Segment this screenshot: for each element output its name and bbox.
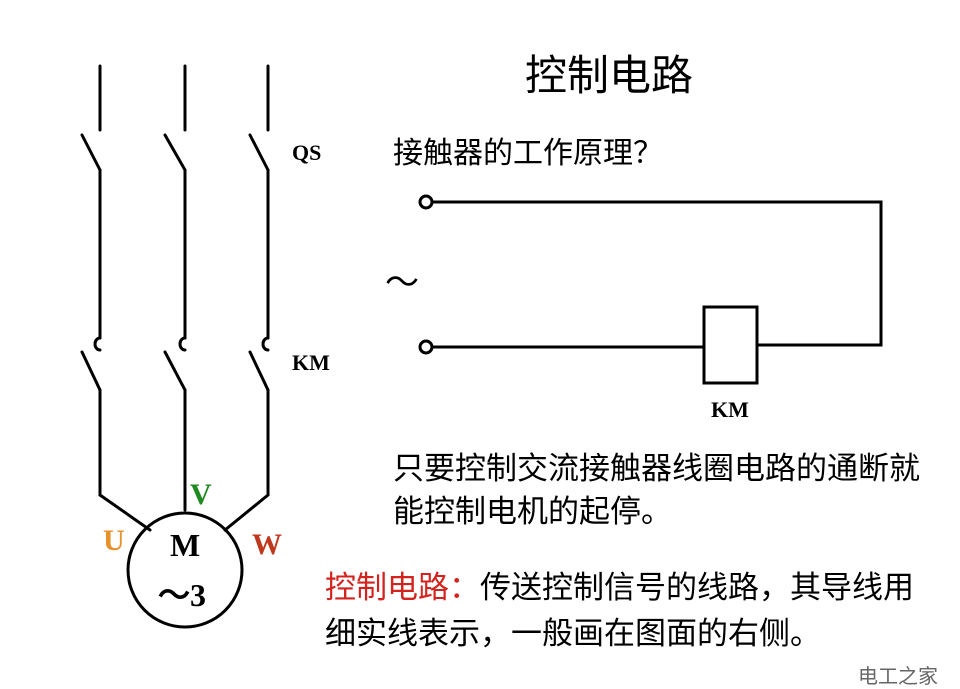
control-wire-top xyxy=(432,200,883,347)
ac-source-symbol: ～ xyxy=(385,263,419,303)
motor-phase-label: ～3 xyxy=(158,577,207,613)
explanation-text: 只要控制交流接触器线圈电路的通断就能控制电机的起停。 xyxy=(393,451,920,530)
motor-label: M xyxy=(170,527,201,563)
control-circuit xyxy=(418,194,883,385)
phase-v-label: V xyxy=(190,478,212,511)
km-coil-label: KM xyxy=(711,397,749,422)
definition-term: 控制电路： xyxy=(325,570,480,606)
phase-line-u xyxy=(80,64,152,532)
km-label-main: KM xyxy=(292,350,330,375)
phase-w-label: W xyxy=(252,528,282,561)
contactor-coil xyxy=(702,305,759,385)
phase-u-label: U xyxy=(103,524,125,557)
motor-symbol xyxy=(126,511,244,629)
main-circuit xyxy=(80,64,270,629)
qs-label: QS xyxy=(292,140,322,165)
question-text: 接触器的工作原理？ xyxy=(393,136,663,171)
control-circuit-definition: 控制电路：传送控制信号的线路，其导线用细实线表示，一般画在图面的右侧。 xyxy=(325,565,935,657)
watermark: 电工之家 xyxy=(858,664,938,688)
phase-line-w xyxy=(223,64,270,532)
definition-body: 传送控制信号的线路，其导线用细实线表示，一般画在图面的右侧。 xyxy=(325,570,914,652)
page-title: 控制电路 xyxy=(525,51,694,100)
terminal-bottom xyxy=(418,339,434,355)
terminal-top xyxy=(418,194,434,210)
phase-line-v xyxy=(163,64,187,512)
